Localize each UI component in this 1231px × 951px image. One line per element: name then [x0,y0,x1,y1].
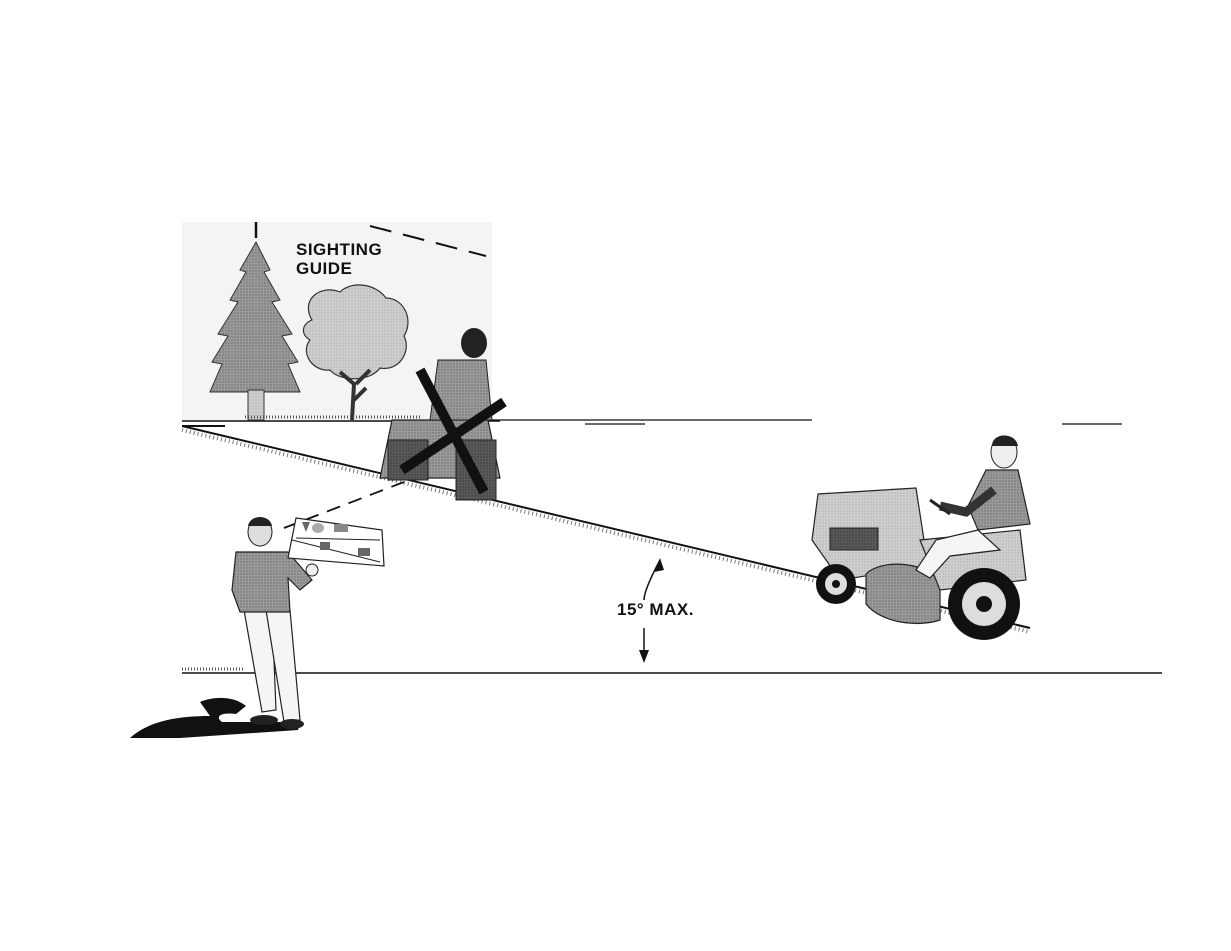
correct-rider-tractor [812,436,1030,641]
sighting-guide-title: SIGHTING GUIDE [296,240,416,278]
sighting-guide-card-icon [288,518,384,566]
flat-ground [182,669,1162,673]
sighting-guide-line2: GUIDE [296,259,416,278]
max-angle-label: 15° MAX. [617,600,694,620]
sighting-guide-line1: SIGHTING [296,240,416,259]
reference-line-top [490,420,1122,424]
